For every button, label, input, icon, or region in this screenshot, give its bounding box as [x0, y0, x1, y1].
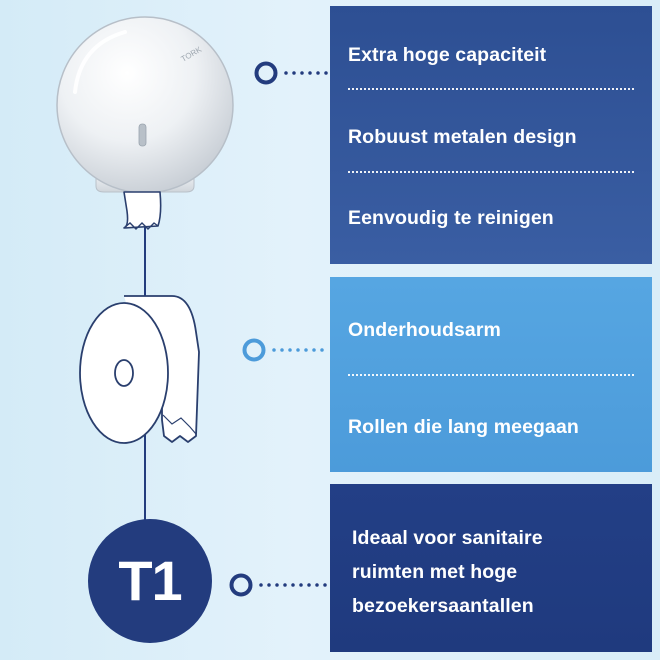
feature-metal-design: Robuust metalen design: [348, 126, 577, 148]
paper-dispenser-icon: TORK: [56, 16, 234, 230]
features-panel-top: Extra hoge capaciteit Robuust metalen de…: [330, 6, 652, 264]
description-line-3: bezoekersaantallen: [352, 595, 534, 617]
description-line-2: ruimten met hoge: [352, 561, 518, 583]
ideal-for-description: Ideaal voor sanitaire ruimten met hoge b…: [352, 521, 543, 623]
dotted-separator: [348, 374, 634, 376]
feature-easy-clean: Eenvoudig te reinigen: [348, 207, 554, 229]
feature-long-lasting-rolls: Rollen die lang meegaan: [348, 416, 579, 438]
connector-middle: [242, 338, 332, 362]
t1-badge: T1: [88, 519, 212, 643]
features-panel-bottom: Ideaal voor sanitaire ruimten met hoge b…: [330, 484, 652, 652]
connector-bottom: [229, 573, 332, 597]
feature-capacity: Extra hoge capaciteit: [348, 44, 547, 66]
connector-top: [254, 61, 332, 85]
feature-low-maintenance: Onderhoudsarm: [348, 319, 501, 341]
dotted-separator: [348, 88, 634, 90]
description-line-1: Ideaal voor sanitaire: [352, 527, 543, 549]
features-panel-middle: Onderhoudsarm Rollen die lang meegaan: [330, 277, 652, 472]
dotted-separator: [348, 171, 634, 173]
toilet-roll-icon: [79, 295, 200, 444]
